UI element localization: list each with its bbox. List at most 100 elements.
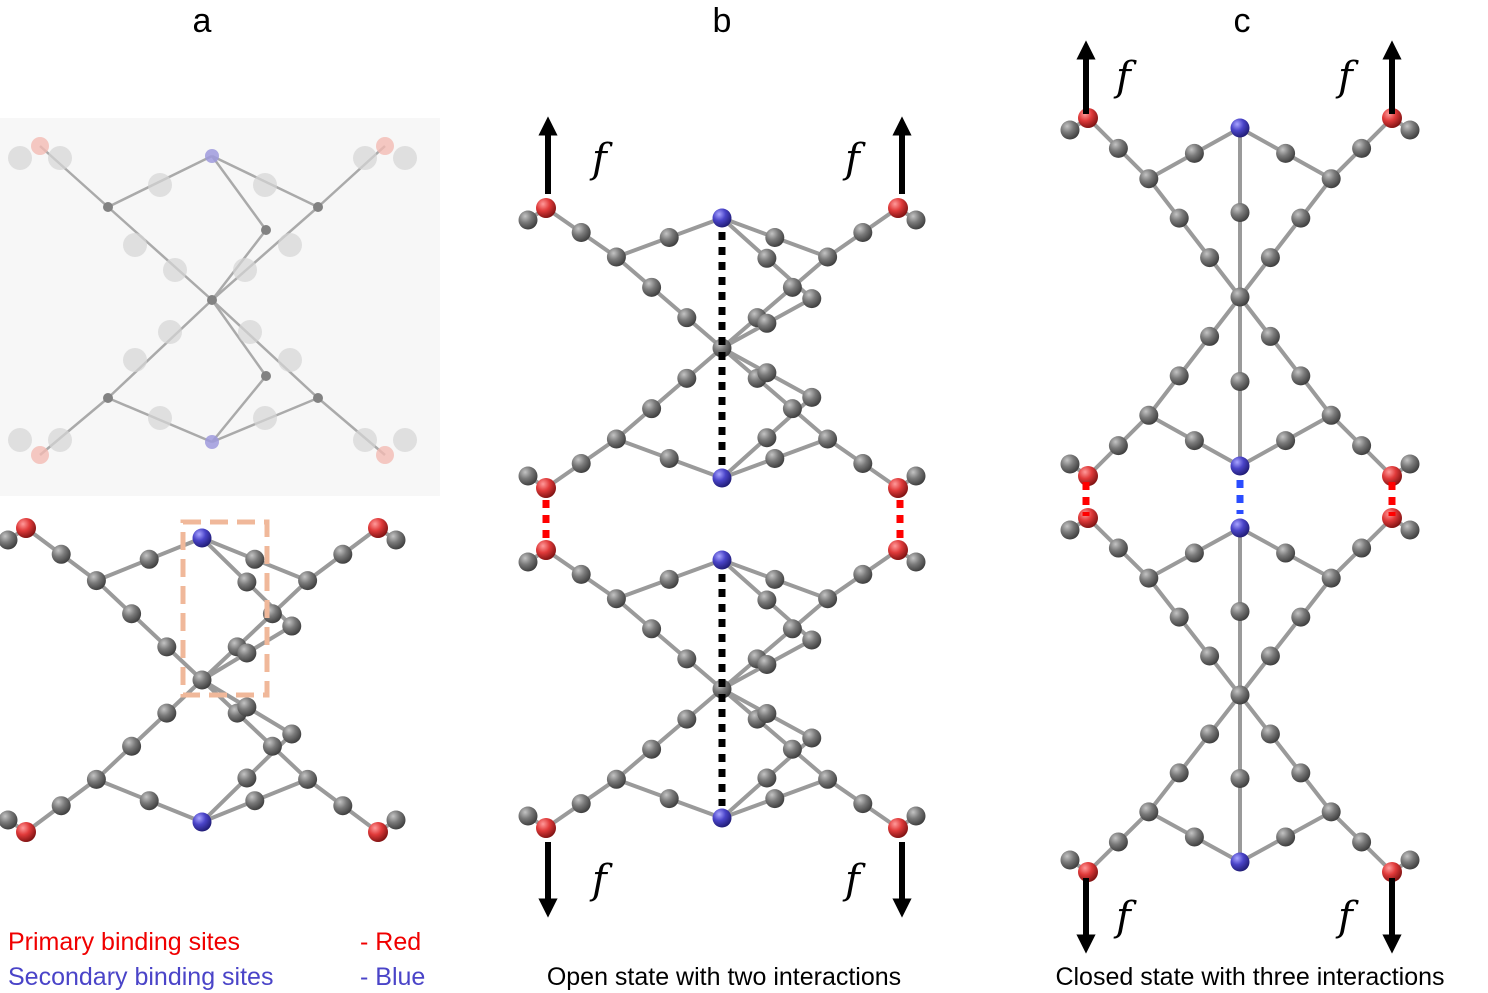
panel-label-c: c: [1234, 2, 1251, 40]
bead: [1352, 832, 1372, 852]
primary-site-bead: [888, 818, 908, 838]
primary-site-bead: [1382, 108, 1402, 128]
bead: [1139, 405, 1159, 425]
faded-bead: [278, 348, 302, 372]
panel-label-a: a: [193, 2, 212, 40]
bead: [122, 736, 142, 756]
bond: [200, 578, 310, 682]
bead: [802, 728, 822, 748]
faded-bead: [393, 146, 417, 170]
bead: [818, 589, 838, 609]
primary-site-bead: [1078, 466, 1098, 486]
bond: [1146, 295, 1242, 418]
bead: [0, 810, 18, 830]
faded-bead: [48, 428, 72, 452]
bead: [642, 619, 662, 639]
bead: [518, 466, 538, 486]
bead: [906, 466, 926, 486]
faded-bead: [158, 320, 182, 344]
bond: [210, 299, 268, 377]
bead: [157, 637, 177, 657]
faded-bead: [148, 406, 172, 430]
bead: [1060, 520, 1080, 540]
panel-a-faded-structure: [0, 118, 440, 496]
bond: [107, 299, 213, 399]
bond: [720, 596, 830, 691]
bead: [1291, 208, 1311, 228]
bead: [782, 277, 802, 297]
faded-primary-site: [376, 446, 394, 464]
bead: [1184, 143, 1204, 163]
faded-bead: [353, 146, 377, 170]
bead: [1060, 454, 1080, 474]
bead: [1400, 120, 1420, 140]
legend-secondary-label: Secondary binding sites: [8, 963, 273, 991]
bond: [211, 375, 267, 443]
bead: [157, 703, 177, 723]
bond: [720, 255, 830, 350]
bond: [614, 687, 724, 782]
primary-site-bead: [16, 822, 36, 842]
legend: Primary binding sites - Red Secondary bi…: [8, 928, 425, 991]
bead: [1230, 769, 1250, 788]
force-label: f: [1335, 54, 1359, 100]
legend-primary-label: Primary binding sites: [8, 928, 240, 956]
bead: [765, 228, 785, 247]
bead: [818, 247, 838, 267]
primary-site-bead: [888, 198, 908, 218]
panel-c-caption: Closed state with three interactions: [1055, 963, 1444, 991]
bead: [571, 454, 591, 473]
bead: [571, 794, 591, 814]
bead: [818, 769, 838, 789]
bead: [1260, 724, 1280, 744]
bead: [712, 338, 732, 358]
bond: [1238, 176, 1334, 299]
bead: [1108, 436, 1128, 456]
faded-bead: [123, 233, 147, 257]
bead: [765, 449, 785, 468]
bead: [757, 248, 777, 268]
bead: [1400, 454, 1420, 474]
bead: [757, 363, 777, 383]
bead: [1139, 568, 1159, 588]
bead: [906, 210, 926, 230]
bead: [906, 552, 926, 572]
bead: [765, 569, 785, 589]
bond: [614, 255, 724, 350]
bead: [659, 569, 679, 589]
bead: [1291, 607, 1311, 627]
bead: [757, 704, 777, 724]
faded-junction: [313, 393, 323, 403]
bead: [139, 549, 159, 569]
bead: [1139, 169, 1159, 189]
bead: [1260, 326, 1280, 346]
bead: [298, 571, 318, 591]
bond: [1146, 693, 1242, 814]
bead: [1230, 287, 1250, 307]
secondary-site-bead: [1230, 118, 1250, 138]
primary-site-bead: [536, 198, 556, 218]
bead: [906, 806, 926, 826]
primary-site-bead: [536, 540, 556, 560]
secondary-site-bead: [192, 528, 212, 548]
bead: [1230, 203, 1250, 222]
bead: [518, 210, 538, 230]
secondary-site-bead: [712, 550, 732, 570]
faded-bead: [163, 258, 187, 282]
bead: [802, 387, 822, 407]
bead: [333, 796, 353, 816]
faded-junction: [103, 202, 113, 212]
force-label: f: [589, 136, 613, 182]
bond: [107, 206, 213, 301]
bead: [818, 429, 838, 449]
bead: [757, 768, 777, 788]
primary-site-bead: [536, 478, 556, 498]
bead: [237, 572, 257, 592]
faded-junction: [103, 393, 113, 403]
panel-c-molecules: [1060, 108, 1420, 882]
faded-primary-site: [376, 137, 394, 155]
bead: [659, 789, 679, 809]
bead: [1200, 724, 1220, 744]
faded-secondary-site: [205, 149, 219, 163]
primary-site-bead: [1382, 862, 1402, 882]
